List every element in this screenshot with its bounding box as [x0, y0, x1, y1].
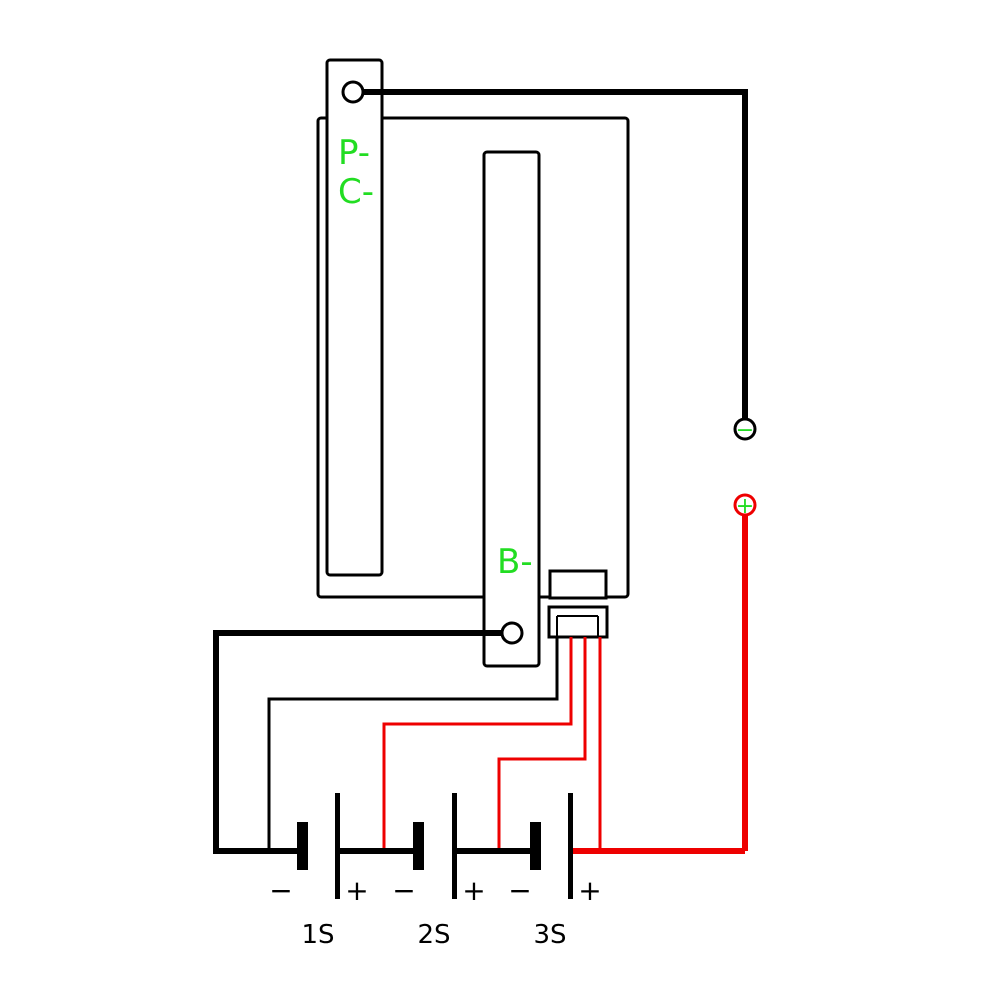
p-minus-output-wire	[353, 89, 748, 418]
b-minus-label: B-	[497, 542, 533, 582]
cell-3s-plus-label: +	[578, 874, 601, 907]
balance-wire-b0	[267, 637, 559, 851]
p-c-terminal-strip	[325, 58, 384, 577]
cell-1s-negative-plate	[297, 822, 308, 870]
cell-3s-label: 3S	[533, 920, 566, 950]
cell-3s-negative-plate	[530, 822, 541, 870]
cell-2s-positive-plate	[452, 793, 457, 899]
cell-2s-label: 2S	[417, 920, 450, 950]
cell-1s-minus-label: −	[269, 874, 292, 907]
balance-connector-housing	[548, 569, 608, 600]
output-negative-terminal	[733, 417, 757, 441]
b-terminal-strip	[482, 150, 541, 668]
output-positive-terminal	[733, 493, 757, 517]
cell-1s-positive-plate	[335, 793, 340, 899]
cell-3s-minus-label: −	[508, 874, 531, 907]
balance-wire-b2	[497, 637, 587, 851]
cell-2s-negative-plate	[413, 822, 424, 870]
cell-1s-label: 1S	[301, 920, 334, 950]
b-minus-main-wire	[213, 630, 510, 854]
cell-3s-positive-plate	[568, 793, 573, 899]
output-negative-sign: −	[736, 418, 754, 443]
output-positive-sign: +	[736, 494, 754, 519]
p-minus-screw-hole	[341, 80, 365, 104]
p-minus-label: P-	[338, 133, 370, 173]
cell-2s-minus-label: −	[392, 874, 415, 907]
bms-board	[316, 116, 630, 599]
cell-2s-plus-label: +	[462, 874, 485, 907]
c-minus-label: C-	[338, 172, 374, 212]
balance-wire-b1	[382, 637, 573, 851]
b-minus-screw-hole	[500, 621, 524, 645]
cell-1s-plus-label: +	[345, 874, 368, 907]
